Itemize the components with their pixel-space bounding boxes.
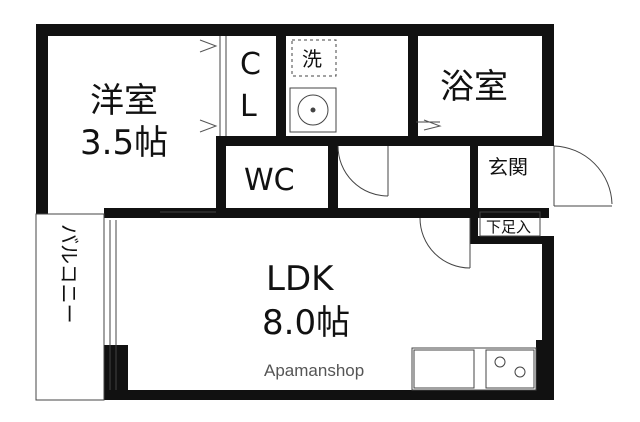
- western-room-size: 3.5帖: [80, 123, 168, 163]
- ldk-size: 8.0帖: [262, 303, 350, 343]
- western-room-name: 洋室: [90, 81, 158, 121]
- watermark: Apamanshop: [264, 361, 364, 380]
- closet-label-c: C: [240, 47, 261, 82]
- closet-label-l: L: [240, 89, 257, 124]
- wc-label: WC: [244, 163, 295, 198]
- ldk-name: LDK: [266, 259, 335, 299]
- sash-marks: [199, 39, 442, 133]
- thin-lines: [35, 36, 613, 401]
- washroom-label: 洗: [302, 47, 322, 71]
- bath-label: 浴室: [440, 67, 508, 107]
- balcony-label: バルコニー: [57, 224, 81, 324]
- entrance-label: 玄関: [488, 155, 528, 179]
- shoebox-label: 下足入: [486, 218, 531, 236]
